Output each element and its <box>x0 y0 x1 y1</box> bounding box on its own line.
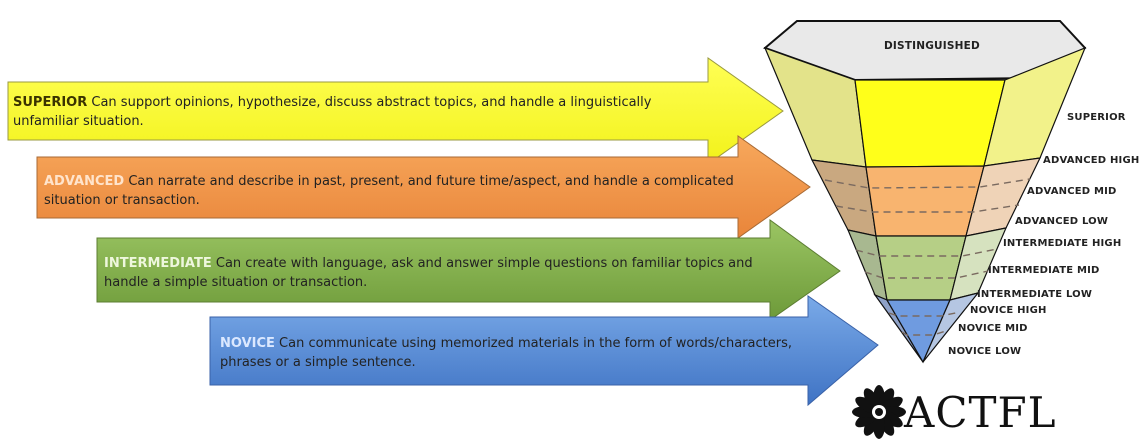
superior-arrow-text: SUPERIOR Can support opinions, hypothesi… <box>13 93 703 131</box>
advanced-arrow <box>36 135 811 239</box>
novice-description: Can communicate using memorized material… <box>220 336 792 370</box>
novice-arrow-text: NOVICE Can communicate using memorized m… <box>220 334 805 372</box>
superior-band-front <box>854 79 1006 168</box>
novice-high-label: NOVICE HIGH <box>970 305 1047 316</box>
intermediate-arrow <box>96 219 841 321</box>
advanced-low-label: ADVANCED LOW <box>1015 216 1109 227</box>
novice-mid-label: NOVICE MID <box>958 323 1028 334</box>
superior-description: Can support opinions, hypothesize, discu… <box>13 95 652 129</box>
intermediate-high-label: INTERMEDIATE HIGH <box>1003 238 1122 249</box>
intermediate-description: Can create with language, ask and answer… <box>104 256 753 290</box>
advanced-level-name: ADVANCED <box>44 174 125 189</box>
distinguished-label: DISTINGUISHED <box>884 40 980 52</box>
advanced-mid-label: ADVANCED MID <box>1027 186 1117 197</box>
advanced-description: Can narrate and describe in past, presen… <box>44 174 734 208</box>
actfl-logo-text: ACTFL <box>904 388 1057 437</box>
intermediate-mid-label: INTERMEDIATE MID <box>988 265 1100 276</box>
advanced-arrow-text: ADVANCED Can narrate and describe in pas… <box>44 172 734 210</box>
novice-low-label: NOVICE LOW <box>948 346 1022 357</box>
novice-level-name: NOVICE <box>220 336 275 351</box>
superior-level-name: SUPERIOR <box>13 95 88 110</box>
proficiency-pyramid <box>763 20 1087 364</box>
actfl-logo-mark <box>852 385 906 439</box>
sublevel-dividers <box>824 178 1031 336</box>
intermediate-level-name: INTERMEDIATE <box>104 256 212 271</box>
superior-arrow <box>7 57 784 165</box>
superior-label: SUPERIOR <box>1067 112 1126 123</box>
intermediate-low-label: INTERMEDIATE LOW <box>977 289 1093 300</box>
intermediate-arrow-text: INTERMEDIATE Can create with language, a… <box>104 254 764 292</box>
advanced-high-label: ADVANCED HIGH <box>1043 155 1140 166</box>
novice-band-right <box>922 291 980 363</box>
advanced-band-front <box>865 165 985 237</box>
novice-arrow <box>209 295 879 407</box>
